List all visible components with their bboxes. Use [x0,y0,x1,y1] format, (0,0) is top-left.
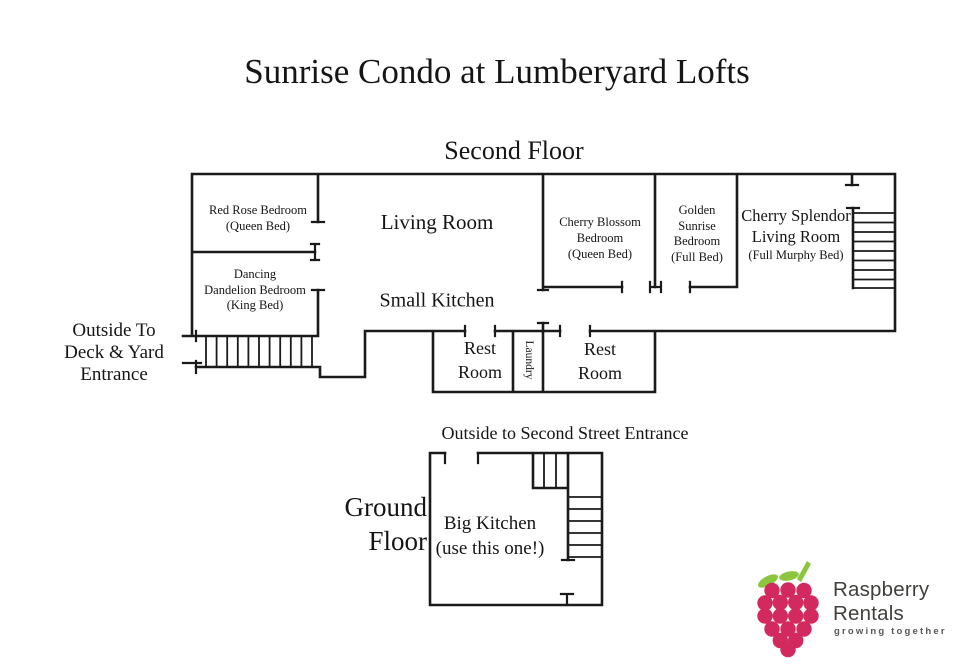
left-stairs-treads [205,335,313,368]
ground-heading-line1: Ground [344,492,428,522]
room-label-cherry-splendor-living-room: Cherry Splendor Living Room (Full Murphy… [741,205,851,263]
entrance-line3: Entrance [80,364,148,385]
room-label-laundry: Laundry [522,340,535,380]
room-bed: (Queen Bed) [567,247,633,261]
room-bed: (Queen Bed) [225,219,291,233]
second-floor-walls [181,172,897,394]
raspberry-rentals-logo-name: Raspberry Rentals [833,578,929,626]
room-bed: (Full Bed) [671,249,723,264]
second-street-entrance-label: Outside to Second Street Entrance [441,422,689,443]
room-label-red-rose-bedroom: Red Rose Bedroom (Queen Bed) [209,202,307,234]
room-name-line2: Living Room [751,227,841,246]
door-jambs [181,183,861,375]
entrance-line1: Outside To [72,320,156,341]
room-label-rest-room-right: Rest Room [578,337,622,385]
room-bed: (Full Murphy Bed) [748,248,844,262]
room-name: Big Kitchen [443,513,537,534]
room-name-line3: Bedroom [673,234,721,248]
second-floor-heading: Second Floor [444,135,584,165]
room-name-line1: Cherry Blossom [559,215,641,229]
raspberry-berry-icon [757,582,819,658]
ground-floor-walls [428,451,604,607]
deck-yard-entrance-label: Outside To Deck & Yard Entrance [64,320,164,386]
room-label-dancing-dandelion-bedroom: Dancing Dandelion Bedroom (King Bed) [204,267,306,314]
room-label-living-room: Living Room [380,209,494,234]
ground-door-jambs [443,451,576,607]
room-label-rest-room-left: Rest Room [458,336,502,384]
room-name: Red Rose Bedroom [209,203,307,217]
room-note: (use this one!) [435,538,545,559]
ground-heading-line2: Floor [368,526,427,556]
room-name-line1: Rest [463,338,497,358]
room-name-line2: Sunrise [678,218,716,233]
room-label-cherry-blossom-bedroom: Cherry Blossom Bedroom (Queen Bed) [559,214,641,262]
room-label-big-kitchen: Big Kitchen (use this one!) [436,511,545,561]
room-label-small-kitchen: Small Kitchen [379,289,495,312]
page-title: Sunrise Condo at Lumberyard Lofts [244,52,750,92]
logo-name-line2: Rentals [833,602,904,625]
ground-floor-heading: Ground Floor [345,490,428,558]
ground-stairs-treads [543,452,603,558]
room-name-line1: Cherry Splendor [741,206,851,225]
room-name-line1: Golden [678,203,716,217]
logo-name-line1: Raspberry [833,578,930,601]
room-name-line1: Dancing [233,266,277,281]
room-name-line1: Rest [583,339,617,359]
raspberry-rentals-tagline: growing together [834,626,947,637]
room-label-golden-sunrise-bedroom: Golden Sunrise Bedroom (Full Bed) [671,203,723,265]
room-name-line2: Room [457,362,503,382]
room-name-line2: Dandelion Bedroom [204,282,306,297]
room-name-line2: Room [577,363,623,383]
right-stairs-treads [852,212,894,289]
raspberry-leaves-icon [758,561,811,588]
room-bed: (King Bed) [226,297,284,312]
entrance-line2: Deck & Yard [64,342,164,363]
room-name-line2: Bedroom [576,231,624,245]
